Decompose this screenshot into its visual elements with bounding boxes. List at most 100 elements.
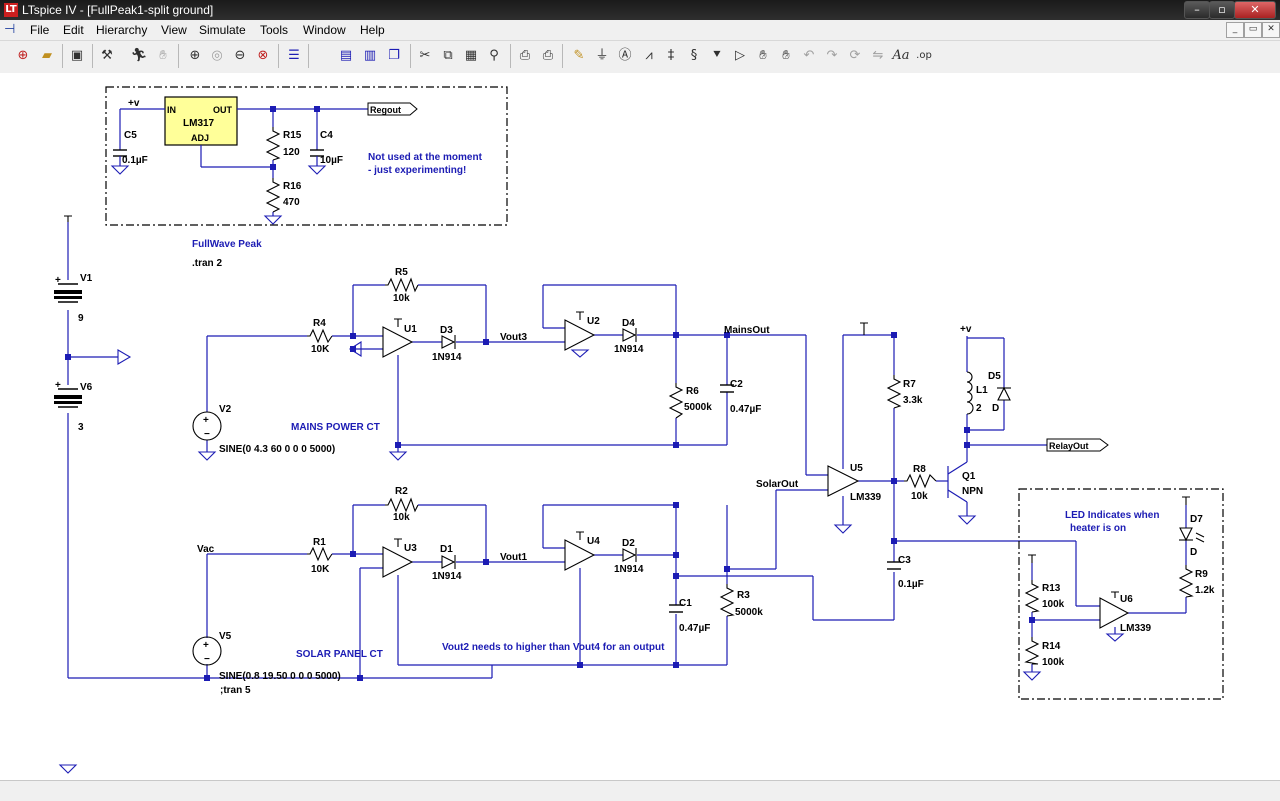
resistor-icon[interactable]: ⩘ <box>645 48 653 63</box>
new-schematic-icon[interactable]: ⊕ <box>17 48 29 63</box>
d3-name: D3 <box>440 325 453 336</box>
u6-value: LM339 <box>1120 623 1152 634</box>
zoom-in-icon[interactable]: ⊕ <box>189 48 201 63</box>
schematic-drawing[interactable]: +− +− ++ <box>0 73 1280 780</box>
v2-value: SINE(0 4.3 60 0 0 0 5000) <box>219 444 335 455</box>
menu-window[interactable]: Window <box>303 23 346 37</box>
doc-minimize-button[interactable]: _ <box>1226 22 1244 38</box>
close-button[interactable]: ✕ <box>1234 1 1276 19</box>
doc-restore-button[interactable]: ▭ <box>1244 22 1262 38</box>
c2-value: 0.47µF <box>730 404 761 415</box>
schematic-canvas[interactable]: +− +− ++ <box>0 73 1280 780</box>
capacitor-icon[interactable]: ‡ <box>667 48 675 63</box>
ltspice-app-icon[interactable]: LT <box>4 3 18 17</box>
cascade-icon[interactable]: ❐ <box>388 48 400 63</box>
lm317-name: LM317 <box>183 118 215 129</box>
r1-resistor <box>307 546 333 562</box>
tran-directive[interactable]: .tran 2 <box>192 258 222 269</box>
u2-opamp <box>564 319 596 351</box>
redo-icon[interactable]: ↷ <box>826 48 838 63</box>
menu-simulate[interactable]: Simulate <box>199 23 246 37</box>
r15-name: R15 <box>283 130 302 141</box>
tile-horizontal-icon[interactable]: ▤ <box>339 48 353 63</box>
zoom-out-icon[interactable]: ⊖ <box>234 48 246 63</box>
v5-name: V5 <box>219 631 232 642</box>
u1-name: U1 <box>404 324 417 335</box>
d2-value: 1N914 <box>614 564 644 575</box>
spice-directive-icon[interactable]: .op <box>916 50 932 61</box>
open-icon[interactable]: ▰ <box>42 48 52 63</box>
text-icon[interactable]: Aa <box>892 48 910 63</box>
cut-icon[interactable]: ✂ <box>419 48 431 63</box>
wire-icon[interactable]: ✎ <box>573 48 585 63</box>
r16-value: 470 <box>283 197 300 208</box>
regulator-block-border <box>105 86 508 226</box>
copy-icon[interactable]: ⧉ <box>443 48 453 63</box>
zoom-pan-icon[interactable]: ◎ <box>211 48 223 63</box>
vout3-label: Vout3 <box>500 332 527 343</box>
d7-value: D <box>1190 547 1197 558</box>
v1-value: 9 <box>78 313 84 324</box>
menu-edit[interactable]: Edit <box>63 23 84 37</box>
mirror-icon[interactable]: ⇋ <box>872 48 884 63</box>
v2-name: V2 <box>219 404 232 415</box>
r5-resistor <box>385 277 419 293</box>
vout-comparison-note: Vout2 needs to higher than Vout4 for an … <box>442 642 665 653</box>
save-icon[interactable]: ▣ <box>70 48 84 63</box>
undo-icon[interactable]: ↶ <box>803 48 815 63</box>
tran-directive-commented[interactable]: ;tran 5 <box>220 685 251 696</box>
r3-name: R3 <box>737 590 750 601</box>
run-icon[interactable]: 🏃︎ <box>130 48 148 63</box>
halt-icon[interactable]: ✋︎ <box>159 48 167 63</box>
r15-resistor <box>265 127 281 161</box>
r6-value: 5000k <box>684 402 712 413</box>
d3-value: 1N914 <box>432 352 462 363</box>
print-setup-icon[interactable]: ⎙ <box>519 48 531 63</box>
menu-hierarchy[interactable]: Hierarchy <box>96 23 148 37</box>
solar-panel-ct-label: SOLAR PANEL CT <box>296 649 383 660</box>
print-icon[interactable]: ⎙ <box>542 48 554 63</box>
u4-opamp <box>564 539 596 571</box>
zoom-cancel-icon[interactable]: ⊗ <box>257 48 269 63</box>
menu-help[interactable]: Help <box>360 23 385 37</box>
r6-resistor <box>668 383 684 419</box>
d4-value: 1N914 <box>614 344 644 355</box>
autorange-icon[interactable]: ☰ <box>288 48 300 63</box>
d1-value: 1N914 <box>432 571 462 582</box>
d2-name: D2 <box>622 538 635 549</box>
minimize-button[interactable]: – <box>1184 1 1210 19</box>
r8-value: 10k <box>911 491 928 502</box>
r5-value: 10k <box>393 293 410 304</box>
maximize-button[interactable]: ▫ <box>1209 1 1235 19</box>
regout-label: Regout <box>370 105 401 115</box>
r2-name: R2 <box>395 486 408 497</box>
move-icon[interactable]: ✋︎ <box>759 48 767 63</box>
tile-vertical-icon[interactable]: ▥ <box>363 48 377 63</box>
led-block-border <box>1018 488 1224 700</box>
drag-icon[interactable]: ✋︎ <box>782 48 790 63</box>
find-icon[interactable]: ⚲ <box>489 48 499 63</box>
u5-name: U5 <box>850 463 863 474</box>
v1-name: V1 <box>80 273 93 284</box>
c2-name: C2 <box>730 379 743 390</box>
inductor-icon[interactable]: § <box>690 48 698 63</box>
mains-power-ct-label: MAINS POWER CT <box>291 422 380 433</box>
paste-icon[interactable]: ▦ <box>464 48 478 63</box>
relayout-label: RelayOut <box>1049 441 1089 451</box>
label-net-icon[interactable]: Ⓐ <box>618 48 632 63</box>
menu-file[interactable]: File <box>30 23 50 37</box>
u5-comparator <box>827 465 860 497</box>
ground-icon[interactable]: ⏚ <box>595 48 609 63</box>
u6-comparator <box>1099 597 1130 629</box>
menu-view[interactable]: View <box>161 23 187 37</box>
rotate-icon[interactable]: ⟳ <box>849 48 861 63</box>
svg-text:+: + <box>55 275 61 286</box>
document-system-icon[interactable]: ⊣ <box>4 22 16 37</box>
diode-icon[interactable]: ⯆ <box>711 48 723 63</box>
component-icon[interactable]: ▷ <box>735 48 745 63</box>
regulator-note-line2: - just experimenting! <box>368 165 466 176</box>
r4-value: 10K <box>311 344 330 355</box>
control-panel-icon[interactable]: ⚒ <box>101 48 113 63</box>
menu-tools[interactable]: Tools <box>260 23 289 37</box>
doc-close-button[interactable]: ✕ <box>1262 22 1280 38</box>
